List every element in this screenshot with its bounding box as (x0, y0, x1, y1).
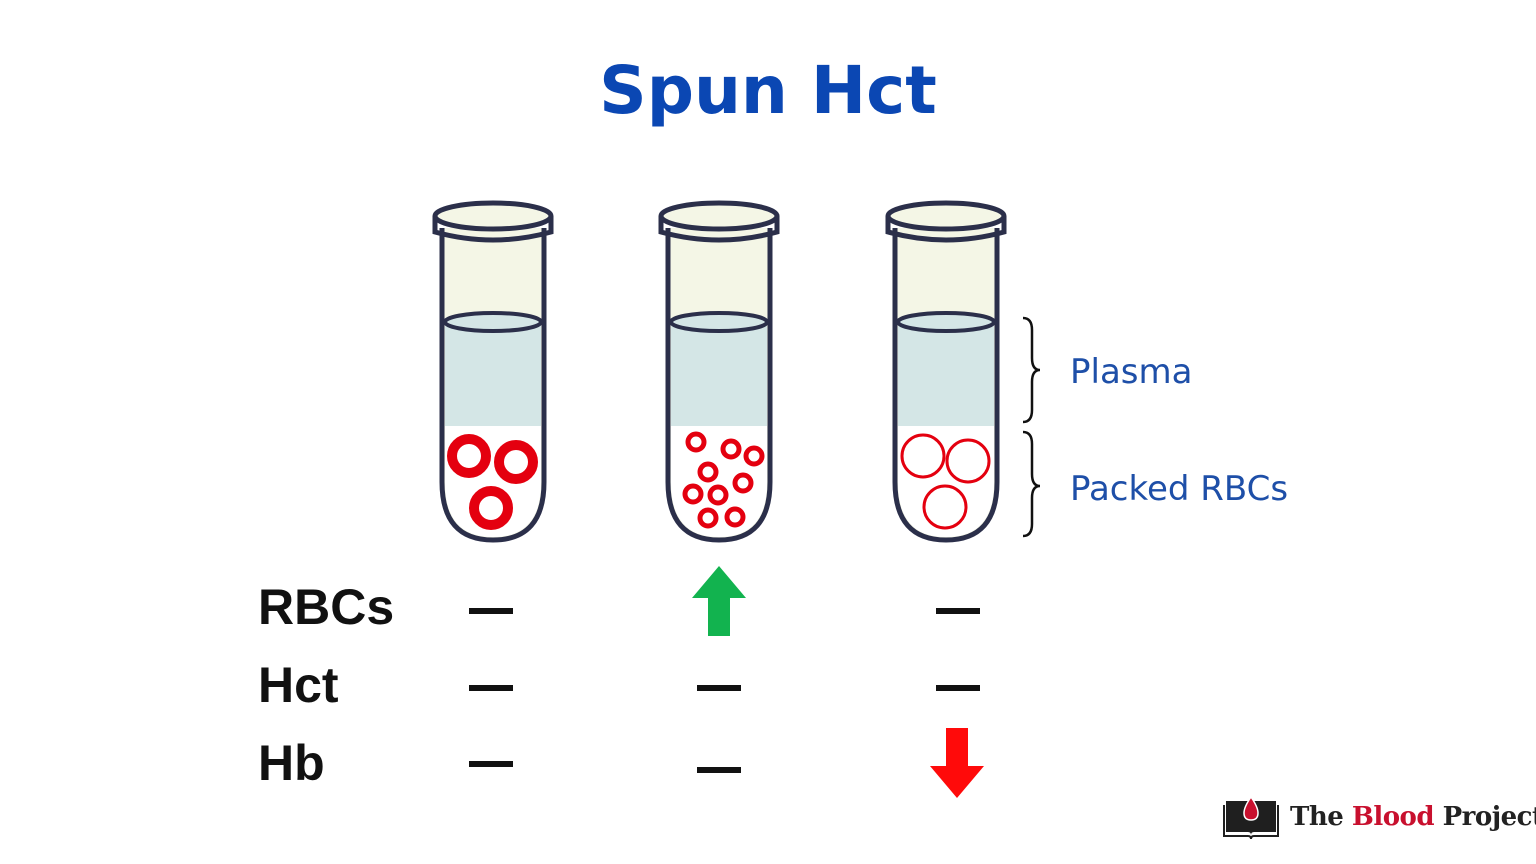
row-label-hb: Hb (258, 735, 325, 791)
rbc-cell (900, 433, 946, 479)
rbc-cell (945, 438, 991, 484)
tube-normal (432, 200, 554, 543)
rbc-cell (697, 507, 719, 529)
row-label-hct: Hct (258, 657, 339, 713)
page-title: Spun Hct (599, 52, 937, 129)
plasma-brace (1022, 316, 1041, 424)
tube-anemia (885, 200, 1007, 543)
rbc-cell (743, 445, 765, 467)
no-change-dash (936, 608, 980, 614)
logo-text: The Blood Project (1290, 802, 1536, 832)
down-arrow-icon (930, 728, 984, 798)
tube-polycythemia (658, 200, 780, 543)
no-change-dash (469, 761, 513, 767)
rbc-cell (732, 472, 754, 494)
rbc-cell (707, 484, 729, 506)
rbc-cell (720, 438, 742, 460)
rbc-cell (697, 461, 719, 483)
book-blood-drop-icon (1223, 795, 1279, 840)
rbc-cell (922, 484, 968, 530)
no-change-dash (936, 685, 980, 691)
packed-rbcs-label: Packed RBCs (1070, 469, 1289, 509)
up-arrow-icon (692, 566, 746, 636)
no-change-dash (469, 608, 513, 614)
rbc-brace (1022, 430, 1041, 538)
plasma-label: Plasma (1070, 352, 1193, 392)
no-change-dash (469, 685, 513, 691)
the-blood-project-logo: The Blood Project (1222, 792, 1536, 842)
row-label-rbcs: RBCs (258, 579, 395, 635)
no-change-dash (697, 685, 741, 691)
rbc-cell (447, 434, 491, 478)
rbc-cell (494, 440, 538, 484)
rbc-cell (469, 486, 513, 530)
no-change-dash (697, 767, 741, 773)
rbc-cell (724, 506, 746, 528)
rbc-cell (682, 483, 704, 505)
rbc-cell (685, 431, 707, 453)
